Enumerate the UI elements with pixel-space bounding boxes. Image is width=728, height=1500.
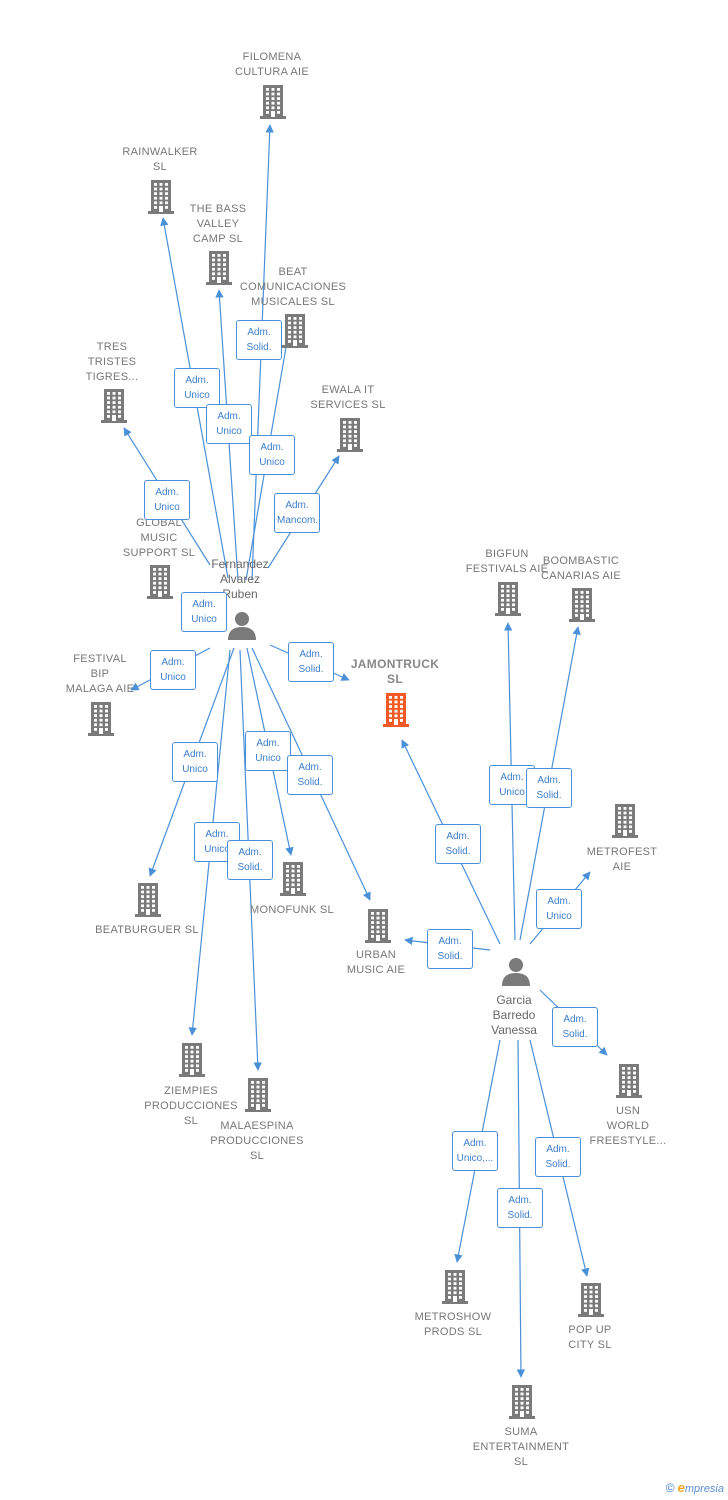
building-icon[interactable] [509, 1385, 535, 1419]
building-icon[interactable] [135, 883, 161, 917]
building-icon[interactable] [245, 1078, 271, 1112]
empresia-brand[interactable]: ©empresia [666, 1480, 724, 1495]
building-icon[interactable] [495, 582, 521, 616]
building-icon[interactable] [148, 180, 174, 214]
company-label-bassvalley[interactable]: THE BASS VALLEY CAMP SL [189, 203, 247, 245]
role-label-garcia-boombastic[interactable]: Adm. Solid. [526, 768, 572, 808]
building-icon[interactable] [179, 1043, 205, 1077]
role-label-fernandez-beat[interactable]: Adm. Unico [249, 435, 295, 475]
role-label-fernandez-jamontruck[interactable]: Adm. Solid. [288, 642, 334, 682]
copyright-symbol: © [665, 1481, 675, 1495]
person-icon[interactable] [228, 612, 256, 640]
company-label-festival[interactable]: FESTIVAL BIP MALAGA AIE [65, 653, 135, 695]
person-label-garcia[interactable]: Garcia Barredo Vanessa [491, 993, 537, 1037]
company-label-monofunk[interactable]: MONOFUNK SL [250, 904, 334, 916]
nodes-layer [88, 85, 642, 1419]
company-label-boombastic[interactable]: BOOMBASTIC CANARIAS AIE [540, 555, 621, 582]
company-label-metroshow[interactable]: METROSHOW PRODS SL [414, 1311, 492, 1338]
company-label-usn[interactable]: USN WORLD FREESTYLE... [589, 1105, 667, 1147]
person-label-fernandez[interactable]: Fernandez Alvarez Ruben [211, 557, 269, 601]
company-label-jamontruck[interactable]: JAMONTRUCK SL [350, 657, 440, 686]
company-label-filomena[interactable]: FILOMENA CULTURA AIE [234, 51, 309, 78]
role-label-fernandez-beatburguer[interactable]: Adm. Unico [172, 742, 218, 782]
company-label-bigfun[interactable]: BIGFUN FESTIVALS AIE [465, 548, 549, 575]
building-icon[interactable] [101, 389, 127, 423]
building-icon[interactable] [337, 418, 363, 452]
company-label-malaespina[interactable]: MALAESPINA PRODUCCIONES SL [210, 1120, 304, 1162]
company-label-global[interactable]: GLOBAL MUSIC SUPPORT SL [122, 517, 196, 559]
building-icon[interactable] [88, 702, 114, 736]
company-label-urban[interactable]: URBAN MUSIC AIE [346, 949, 406, 976]
company-label-ewala[interactable]: EWALA IT SERVICES SL [310, 384, 386, 411]
building-icon[interactable] [282, 314, 308, 348]
company-label-metrofest[interactable]: METROFEST AIE [586, 846, 658, 873]
role-label-fernandez-malaespina[interactable]: Adm. Solid. [227, 840, 273, 880]
role-label-garcia-popup[interactable]: Adm. Solid. [535, 1137, 581, 1177]
company-label-beat[interactable]: BEAT COMUNICACIONES MUSICALES SL [239, 266, 347, 308]
company-label-suma[interactable]: SUMA ENTERTAINMENT SL [472, 1426, 570, 1468]
building-icon[interactable] [280, 862, 306, 896]
company-label-popup[interactable]: POP UP CITY SL [568, 1324, 612, 1351]
role-label-fernandez-ewala[interactable]: Adm. Mancom. [274, 493, 320, 533]
building-icon[interactable] [616, 1064, 642, 1098]
role-label-fernandez-global[interactable]: Adm. Unico [181, 592, 227, 632]
building-icon[interactable] [569, 588, 595, 622]
company-label-ziempies[interactable]: ZIEMPIES PRODUCCIONES SL [144, 1085, 238, 1127]
role-label-fernandez-bassvalley[interactable]: Adm. Unico [206, 404, 252, 444]
building-icon[interactable] [442, 1270, 468, 1304]
building-icon[interactable] [260, 85, 286, 119]
role-label-fernandez-urban[interactable]: Adm. Solid. [287, 755, 333, 795]
role-label-garcia-metrofest[interactable]: Adm. Unico [536, 889, 582, 929]
role-label-fernandez-festival[interactable]: Adm. Unico [150, 650, 196, 690]
company-label-tres[interactable]: TRES TRISTES TIGRES... [85, 341, 139, 383]
brand-initial: e [677, 1480, 685, 1495]
role-label-fernandez-monofunk[interactable]: Adm. Unico [245, 731, 291, 771]
company-label-rainwalker[interactable]: RAINWALKER SL [122, 146, 198, 173]
company-label-beatburguer[interactable]: BEATBURGUER SL [95, 924, 199, 936]
building-icon[interactable] [147, 565, 173, 599]
role-label-garcia-suma[interactable]: Adm. Solid. [497, 1188, 543, 1228]
role-label-garcia-usn[interactable]: Adm. Solid. [552, 1007, 598, 1047]
building-icon[interactable] [365, 909, 391, 943]
brand-name: mpresia [684, 1483, 724, 1495]
building-icon[interactable] [383, 693, 409, 727]
role-label-garcia-urban[interactable]: Adm. Solid. [427, 929, 473, 969]
building-icon[interactable] [612, 804, 638, 838]
role-label-fernandez-tres[interactable]: Adm. Unico [144, 480, 190, 520]
role-label-fernandez-filomena[interactable]: Adm. Solid. [236, 320, 282, 360]
role-label-garcia-jamontruck[interactable]: Adm. Solid. [435, 824, 481, 864]
person-icon[interactable] [502, 958, 530, 986]
role-label-fernandez-rainwalker[interactable]: Adm. Unico [174, 368, 220, 408]
building-icon[interactable] [206, 251, 232, 285]
building-icon[interactable] [578, 1283, 604, 1317]
role-label-garcia-metroshow[interactable]: Adm. Unico,... [452, 1131, 498, 1171]
